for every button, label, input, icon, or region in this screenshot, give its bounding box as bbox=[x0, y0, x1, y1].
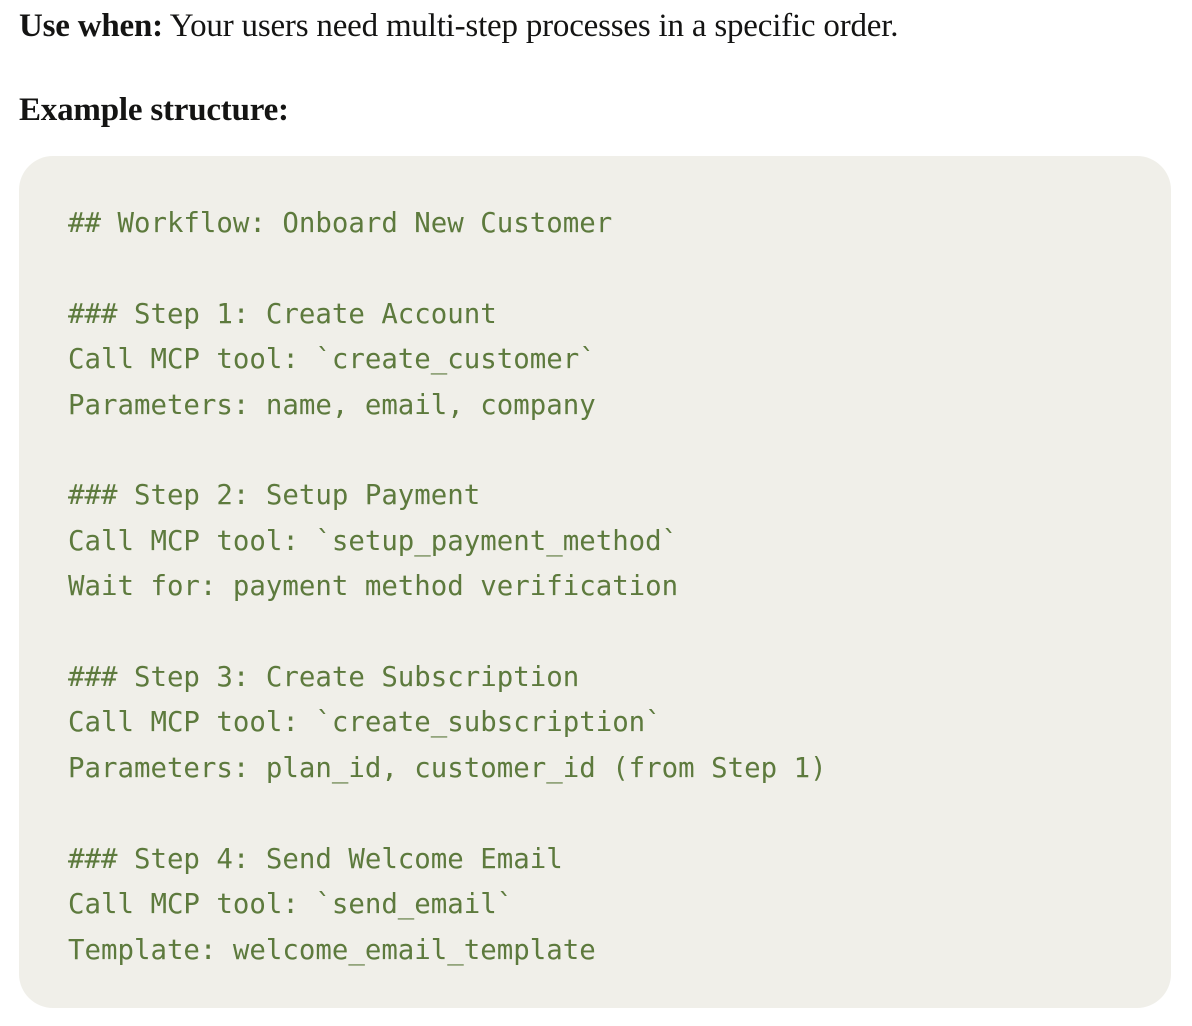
use-when-paragraph: Use when: Your users need multi-step pro… bbox=[19, 4, 898, 48]
example-structure-heading: Example structure: bbox=[19, 92, 289, 128]
code-text[interactable]: ## Workflow: Onboard New Customer ### St… bbox=[68, 208, 827, 966]
use-when-label: Use when: bbox=[19, 8, 163, 44]
code-block: ## Workflow: Onboard New Customer ### St… bbox=[19, 156, 1171, 1008]
use-when-text: Your users need multi-step processes in … bbox=[162, 8, 899, 44]
